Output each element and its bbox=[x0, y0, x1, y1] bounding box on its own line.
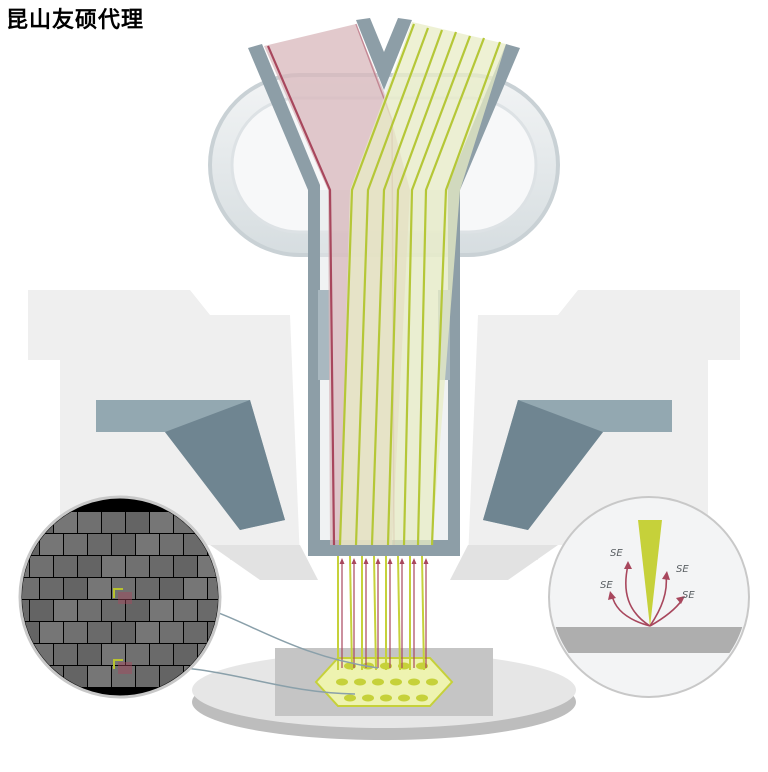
se-label-1: SE bbox=[610, 548, 623, 559]
beam-spot bbox=[398, 694, 410, 702]
sem-tile bbox=[184, 578, 207, 599]
secondary-beamlet-arrow bbox=[387, 558, 393, 564]
sem-tile bbox=[78, 644, 101, 665]
sem-tile bbox=[30, 512, 53, 533]
sem-tile bbox=[88, 578, 111, 599]
secondary-beamlet-arrow bbox=[375, 558, 381, 564]
secondary-beamlet-arrow bbox=[423, 558, 429, 564]
beam-spot bbox=[408, 678, 420, 686]
sem-tile bbox=[54, 556, 77, 577]
se-label-2: SE bbox=[600, 580, 613, 591]
beam-spot bbox=[426, 678, 438, 686]
sem-tile bbox=[174, 644, 197, 665]
beam-spot bbox=[380, 694, 392, 702]
sem-tile bbox=[136, 622, 159, 643]
sem-tile bbox=[64, 666, 87, 687]
secondary-beamlet-arrow bbox=[411, 558, 417, 564]
beam-spot bbox=[416, 694, 428, 702]
sem-tile bbox=[112, 534, 135, 555]
beam-spots bbox=[336, 662, 438, 702]
sem-tile bbox=[126, 556, 149, 577]
sem-tile bbox=[88, 622, 111, 643]
sem-tile bbox=[160, 578, 183, 599]
wafer-stage-icon bbox=[192, 648, 576, 740]
sem-tile bbox=[208, 578, 218, 599]
sem-tile bbox=[126, 600, 149, 621]
primary-beamlet bbox=[373, 555, 377, 671]
beam-spot bbox=[344, 694, 356, 702]
sem-tile bbox=[40, 578, 63, 599]
sem-tile bbox=[174, 556, 197, 577]
sem-tile bbox=[112, 622, 135, 643]
sem-tile bbox=[22, 578, 39, 599]
beam-spot bbox=[336, 678, 348, 686]
beam-spot bbox=[354, 678, 366, 686]
sem-tile bbox=[136, 534, 159, 555]
beam-spot bbox=[416, 662, 428, 670]
sem-tile bbox=[40, 534, 63, 555]
sem-tile bbox=[54, 600, 77, 621]
sem-tile bbox=[22, 644, 29, 665]
sem-tile bbox=[102, 600, 125, 621]
secondary-beamlet-arrow bbox=[363, 558, 369, 564]
sem-tile bbox=[64, 622, 87, 643]
beam-spot bbox=[398, 662, 410, 670]
beam-spot bbox=[344, 662, 356, 670]
sem-tile bbox=[160, 622, 183, 643]
sem-tile bbox=[22, 600, 29, 621]
sem-tile bbox=[64, 534, 87, 555]
sem-tile bbox=[160, 534, 183, 555]
beamlets bbox=[337, 555, 429, 671]
sem-tile bbox=[102, 512, 125, 533]
secondary-beamlet-arrow bbox=[339, 558, 345, 564]
detector-block-left-icon bbox=[96, 400, 285, 530]
sem-tile bbox=[126, 512, 149, 533]
sem-tile bbox=[78, 512, 101, 533]
sem-tile bbox=[40, 622, 63, 643]
sem-tile bbox=[150, 600, 173, 621]
secondary-beamlet-arrow bbox=[399, 558, 405, 564]
primary-electron-beam bbox=[338, 22, 506, 546]
watermark-text: 昆山友硕代理 bbox=[6, 8, 145, 33]
primary-beamlet bbox=[397, 555, 401, 671]
beam-spot bbox=[390, 678, 402, 686]
sem-tile bbox=[88, 534, 111, 555]
detector-block-right-icon bbox=[483, 400, 672, 530]
sem-tile bbox=[22, 666, 39, 687]
se-label-4: SE bbox=[682, 590, 695, 601]
se-label-3: SE bbox=[676, 564, 689, 575]
secondary-beamlet-arrow bbox=[351, 558, 357, 564]
sem-tile bbox=[22, 512, 29, 533]
sem-tile bbox=[88, 666, 111, 687]
sem-tile bbox=[54, 644, 77, 665]
sem-tile bbox=[184, 622, 207, 643]
sem-tile bbox=[78, 600, 101, 621]
sem-tile bbox=[126, 644, 149, 665]
sem-tile bbox=[136, 666, 159, 687]
primary-beamlet bbox=[349, 555, 353, 671]
sem-tile bbox=[112, 578, 135, 599]
sem-tile bbox=[112, 666, 135, 687]
sem-tile bbox=[198, 600, 218, 621]
sem-tile bbox=[30, 600, 53, 621]
primary-beam-cone bbox=[638, 520, 662, 627]
beam-spot bbox=[372, 678, 384, 686]
sem-tile bbox=[174, 600, 197, 621]
sem-tile bbox=[102, 556, 125, 577]
sem-tile bbox=[64, 578, 87, 599]
primary-beamlet bbox=[421, 555, 425, 671]
sem-tile bbox=[150, 644, 173, 665]
sem-tile bbox=[30, 556, 53, 577]
sem-tile bbox=[136, 578, 159, 599]
sem-tile bbox=[150, 556, 173, 577]
sem-tile bbox=[78, 556, 101, 577]
beam-spot bbox=[362, 694, 374, 702]
sem-tile bbox=[150, 512, 173, 533]
se-emission-inset: SE SE SE SE bbox=[548, 496, 750, 698]
